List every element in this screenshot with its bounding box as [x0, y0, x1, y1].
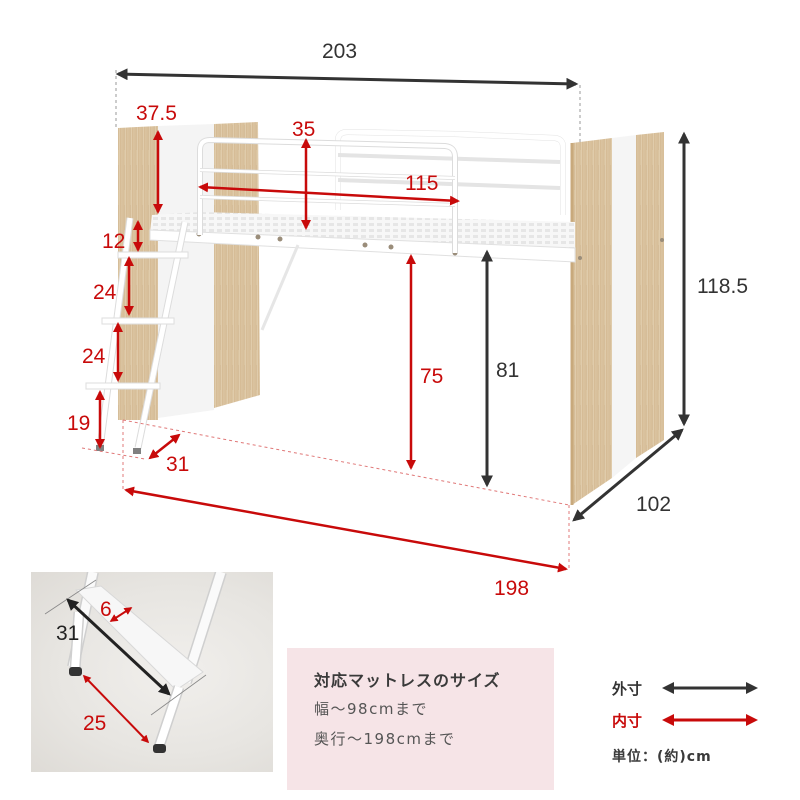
outer-dimension-arrows [115, 68, 690, 522]
label-step-depth: 6 [100, 598, 112, 621]
mattress-size-title: 対応マットレスのサイズ [314, 671, 501, 690]
arrow-ladder-depth [148, 433, 181, 460]
label-total-height: 118.5 [697, 275, 748, 298]
legend-inner: 内寸 [612, 704, 792, 736]
legend-inner-label: 内寸 [612, 711, 643, 730]
label-under-clearance: 75 [420, 365, 443, 388]
arrow-total-depth [572, 428, 684, 522]
mattress-max-width: 幅～98cmまで [314, 700, 428, 718]
legend-outer-label: 外寸 [612, 679, 643, 698]
label-top-step: 12 [102, 230, 125, 253]
right-headboard [570, 132, 664, 505]
label-deck-height: 81 [496, 359, 519, 382]
mattress-max-length: 奥行～198cmまで [314, 730, 456, 748]
mattress-size-info: 対応マットレスのサイズ 幅～98cmまで 奥行～198cmまで [287, 648, 554, 790]
label-bottom-step: 19 [67, 412, 90, 435]
label-headboard-height: 37.5 [136, 102, 177, 125]
arrow-step-width [66, 598, 171, 696]
ladder-step-detail-photo: 31 6 25 [31, 572, 273, 772]
double-arrow-dark-icon [662, 682, 758, 694]
label-ladder-depth: 31 [166, 453, 189, 476]
label-inner-length: 198 [494, 577, 529, 600]
label-guardrail-length: 115 [405, 172, 438, 195]
dimension-labels: 203 118.5 102 81 37.5 35 115 12 24 24 19… [67, 40, 748, 600]
legend-outer: 外寸 [612, 672, 792, 704]
unit-note: 単位：(約)cm [612, 749, 712, 765]
arrow-inner-length [124, 486, 568, 573]
double-arrow-red-icon [662, 714, 758, 726]
label-total-depth: 102 [636, 493, 671, 516]
dimension-legend: 外寸 内寸 [612, 672, 792, 736]
support-brace [260, 244, 300, 331]
arrow-total-length [115, 68, 579, 90]
label-step-2: 24 [82, 345, 106, 368]
loft-bed-illustration [85, 122, 664, 505]
left-headboard [118, 122, 260, 420]
label-step-width: 31 [56, 622, 79, 645]
label-step-1: 24 [93, 281, 117, 304]
mattress-deck [150, 212, 575, 252]
label-total-length: 203 [322, 40, 357, 63]
arrow-rail-spacing [82, 674, 150, 744]
arrow-step-depth [109, 607, 133, 622]
label-guardrail-height: 35 [292, 118, 315, 141]
inner-dimension-arrows [95, 130, 568, 573]
label-rail-spacing: 25 [83, 712, 106, 735]
arrow-guardrail-length [198, 182, 460, 206]
